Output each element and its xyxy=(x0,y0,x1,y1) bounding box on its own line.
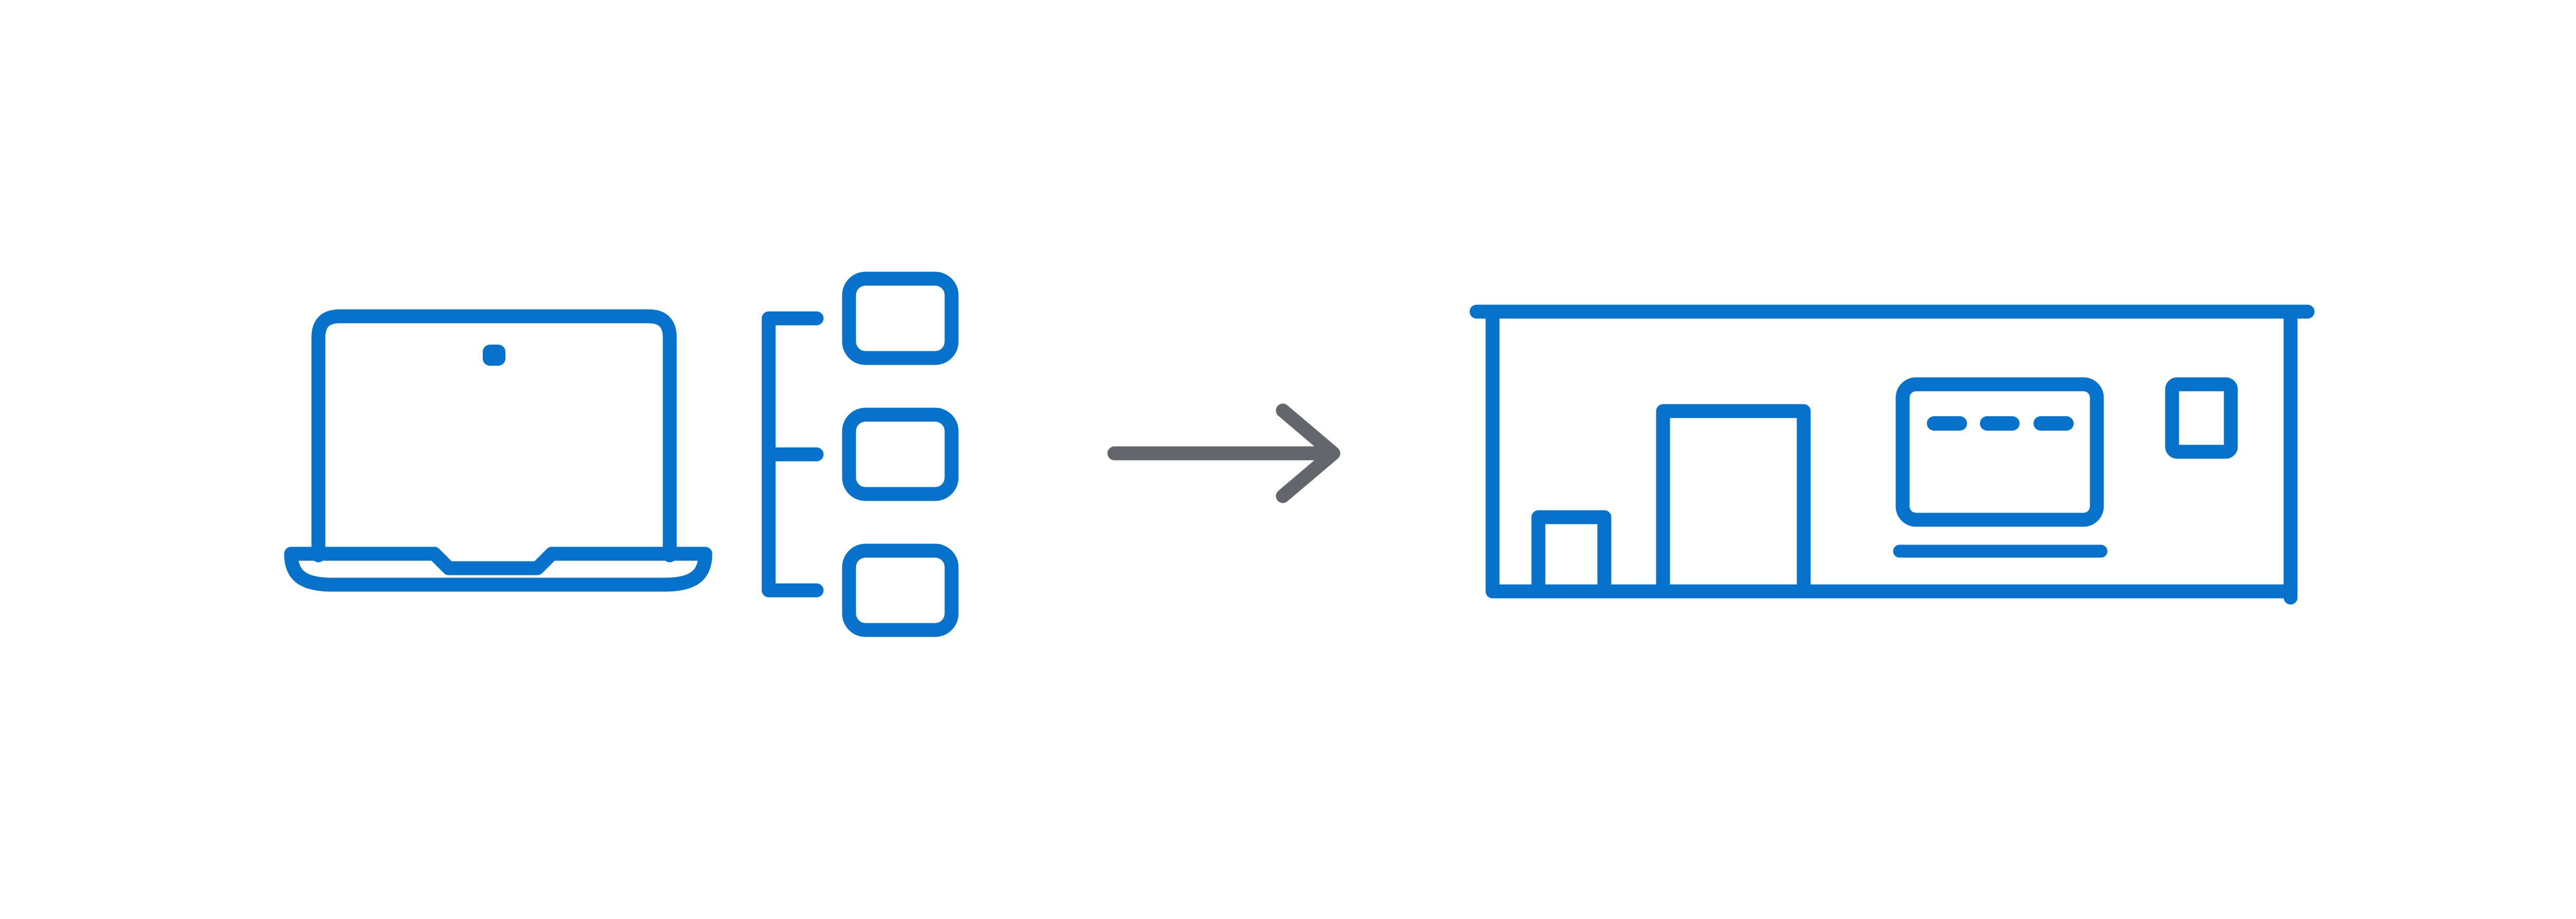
laptop-icon xyxy=(284,309,713,592)
hierarchy-node-bottom xyxy=(842,543,959,637)
hierarchy-tree-icon xyxy=(761,271,959,637)
laptop-base xyxy=(284,547,713,592)
building-icon xyxy=(1469,304,2315,605)
building-walls-floor xyxy=(1485,308,2298,605)
building-small-crate xyxy=(1531,510,1612,599)
laptop-hierarchy-icon xyxy=(284,271,959,637)
hierarchy-node-middle xyxy=(842,407,959,501)
laptop-screen xyxy=(311,309,677,563)
building-door xyxy=(1656,404,1811,599)
laptop-camera-dot xyxy=(483,345,505,366)
building-sign-panel xyxy=(1895,377,2104,527)
building-window xyxy=(2165,377,2238,459)
right-arrow-icon xyxy=(1107,403,1341,503)
hierarchy-connector-bracket xyxy=(761,311,824,598)
hierarchy-node-top xyxy=(842,271,959,365)
arrow-head xyxy=(1276,403,1341,503)
